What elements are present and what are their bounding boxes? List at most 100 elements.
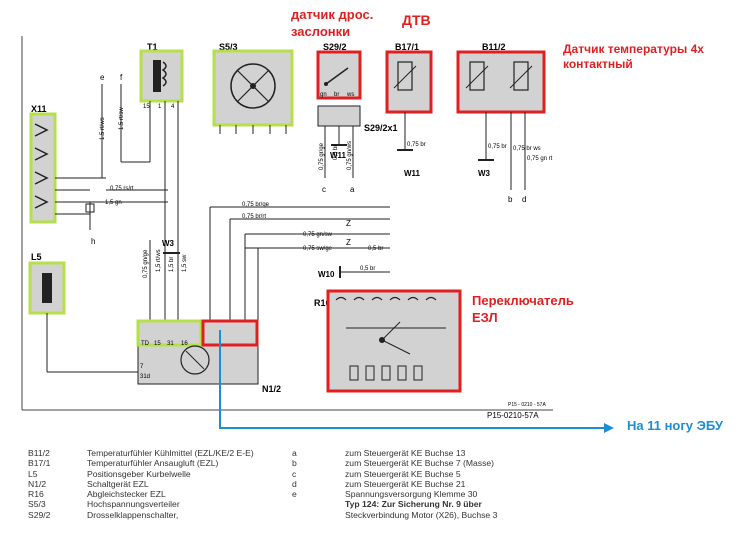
- svg-text:e: e: [100, 73, 105, 82]
- legend-codes: B11/2 B17/1 L5 N1/2 R16 S5/3 S29/2: [28, 448, 50, 520]
- figure-ref-inner: P15 - 0210 - 57A: [508, 402, 546, 408]
- ecu-arrow: [219, 330, 614, 433]
- annotation-ezl-switch: Переключатель ЕЗЛ: [472, 293, 574, 325]
- svg-text:c: c: [322, 185, 326, 194]
- n12-control-unit: TD 15 31 16 7 31d N1/2: [136, 319, 281, 394]
- svg-text:ws: ws: [346, 92, 354, 98]
- annotation-coolant-sensor: Датчик температуры 4х контактный: [563, 42, 704, 71]
- figure-ref-outer: P15-0210-57A: [487, 411, 539, 420]
- svg-text:W3: W3: [478, 169, 491, 178]
- legend-note: Spannungsversorgung Klemme 30: [345, 489, 478, 500]
- svg-text:0,75 br/rt: 0,75 br/rt: [242, 214, 266, 220]
- legend-description: Temperaturfühler Kühlmittel (EZL/KE/2 E-…: [87, 448, 254, 458]
- legend-notes: zum Steuergerät KE Buchse 13 zum Steuerg…: [345, 448, 497, 520]
- svg-text:4: 4: [171, 104, 175, 110]
- svg-text:15: 15: [154, 341, 161, 347]
- svg-text:h: h: [91, 237, 95, 246]
- legend-letter: c: [292, 468, 297, 479]
- svg-text:S29/2x1: S29/2x1: [364, 123, 398, 133]
- legend-letter: d: [292, 478, 297, 489]
- svg-text:0,75 gn/ge: 0,75 gn/ge: [143, 249, 149, 278]
- svg-text:0,75 gn rt: 0,75 gn rt: [527, 156, 553, 162]
- legend-description: Schaltgerät EZL: [87, 478, 149, 489]
- svg-text:W3: W3: [162, 239, 175, 248]
- legend-description: Temperaturfühler Ansaugluft (EZL): [87, 458, 219, 469]
- svg-text:0,75 br: 0,75 br: [488, 144, 507, 150]
- legend-note: zum Steuergerät KE Buchse 7 (Masse): [345, 458, 495, 469]
- svg-text:0,75 rs/rt: 0,75 rs/rt: [110, 186, 134, 192]
- s29-2-throttle-switch: S29/2 gn br ws S29/2x1 W11 c a 0,75 gr/g…: [316, 42, 398, 194]
- svg-text:16: 16: [181, 341, 188, 347]
- annotation-ecu-pin: На 11 ногу ЭБУ: [627, 418, 723, 433]
- legend-note: zum Steuergerät KE Buchse 5: [345, 468, 461, 479]
- legend-code: B11/2: [28, 448, 50, 458]
- legend-description: Drosselklappenschalter,: [87, 509, 179, 520]
- svg-text:Z: Z: [346, 219, 351, 228]
- legend-note: zum Steuergerät KE Buchse 13: [345, 448, 466, 458]
- legend-letter: a: [292, 448, 297, 458]
- svg-text:f: f: [120, 73, 123, 82]
- svg-text:15: 15: [143, 104, 150, 110]
- legend-code: B17/1: [28, 458, 51, 469]
- legend-note: Steckverbindung Motor (X26), Buchse 3: [345, 509, 498, 520]
- svg-text:W10: W10: [318, 270, 335, 279]
- svg-text:R16: R16: [314, 298, 331, 308]
- l5-crank-sensor: L5: [28, 252, 138, 373]
- x11-connector: X11: [29, 104, 106, 224]
- svg-text:T1: T1: [147, 42, 158, 52]
- legend-code: L5: [28, 468, 38, 479]
- legend-description: Hochspannungsverteiler: [87, 499, 180, 510]
- label-x11: X11: [31, 104, 47, 114]
- legend-code: N1/2: [28, 478, 47, 489]
- legend-note: zum Steuergerät KE Buchse 21: [345, 478, 466, 489]
- svg-text:0,75 gn/ws: 0,75 gn/ws: [347, 141, 353, 170]
- svg-text:Z: Z: [346, 238, 351, 247]
- legend-description: Positionsgeber Kurbelwelle: [87, 468, 191, 479]
- annotation-throttle-sensor: датчик дрос. заслонки: [291, 7, 374, 39]
- annotation-intake-air-sensor: ДТВ: [402, 12, 431, 28]
- w10-ground: W10 0,5 br: [318, 266, 390, 279]
- svg-text:1.5 rt/ws: 1.5 rt/ws: [100, 117, 106, 140]
- svg-text:b: b: [508, 195, 513, 204]
- wires-left: e f 1.5 rt/ws 1.5 rt/sw 0,75 rs/rt 1,5 g…: [85, 73, 168, 246]
- legend-note: Typ 124: Zur Sicherung Nr. 9 über: [345, 499, 482, 510]
- svg-text:1,5 br: 1,5 br: [169, 257, 175, 272]
- svg-text:1,5 rt/ws: 1,5 rt/ws: [156, 249, 162, 272]
- svg-text:0,5 br: 0,5 br: [368, 246, 383, 252]
- t1-coil: T1 15 1 4: [139, 42, 184, 320]
- b17-1-air-sensor: B17/1 0,75 br W11: [385, 42, 433, 178]
- legend-code: S29/2: [28, 509, 51, 520]
- legend-description: Abgleichstecker EZL: [87, 489, 166, 500]
- legend-code: R16: [28, 489, 44, 500]
- legend-letter: b: [292, 458, 297, 469]
- svg-text:0,75 gr/ge: 0,75 gr/ge: [319, 142, 325, 170]
- svg-text:0,75 gn/sw: 0,75 gn/sw: [303, 232, 333, 238]
- svg-text:B17/1: B17/1: [395, 42, 419, 52]
- svg-text:S5/3: S5/3: [219, 42, 238, 52]
- svg-text:31: 31: [167, 341, 174, 347]
- svg-text:0,75 sw/ge: 0,75 sw/ge: [303, 246, 333, 252]
- svg-text:B11/2: B11/2: [482, 42, 506, 52]
- s53-distributor: S5/3: [212, 42, 294, 134]
- legend-letter: e: [292, 489, 297, 500]
- svg-text:7: 7: [140, 364, 144, 370]
- svg-text:N1/2: N1/2: [262, 384, 281, 394]
- svg-text:1.5 rt/sw: 1.5 rt/sw: [119, 107, 125, 130]
- svg-text:1,5 gn: 1,5 gn: [105, 200, 122, 206]
- svg-text:1: 1: [158, 104, 162, 110]
- svg-text:0,75 br ws: 0,75 br ws: [513, 146, 541, 152]
- svg-text:gn: gn: [320, 92, 327, 98]
- svg-text:31d: 31d: [140, 374, 150, 380]
- svg-text:br: br: [334, 92, 339, 98]
- legend-code: S5/3: [28, 499, 46, 510]
- wires-n12: 0,75 br/ge 0,75 br/rt Z Z 0,75 gn/sw 0,7…: [143, 202, 390, 322]
- r16-switch: R16: [314, 289, 462, 393]
- svg-text:W11: W11: [404, 169, 421, 178]
- svg-text:0,75 br: 0,75 br: [407, 142, 426, 148]
- svg-text:1,5 sw: 1,5 sw: [182, 254, 188, 272]
- svg-text:TD: TD: [141, 341, 150, 347]
- svg-text:W11: W11: [330, 151, 347, 160]
- svg-text:0,5 br: 0,5 br: [333, 145, 339, 160]
- svg-text:0,75 br/ge: 0,75 br/ge: [242, 202, 270, 208]
